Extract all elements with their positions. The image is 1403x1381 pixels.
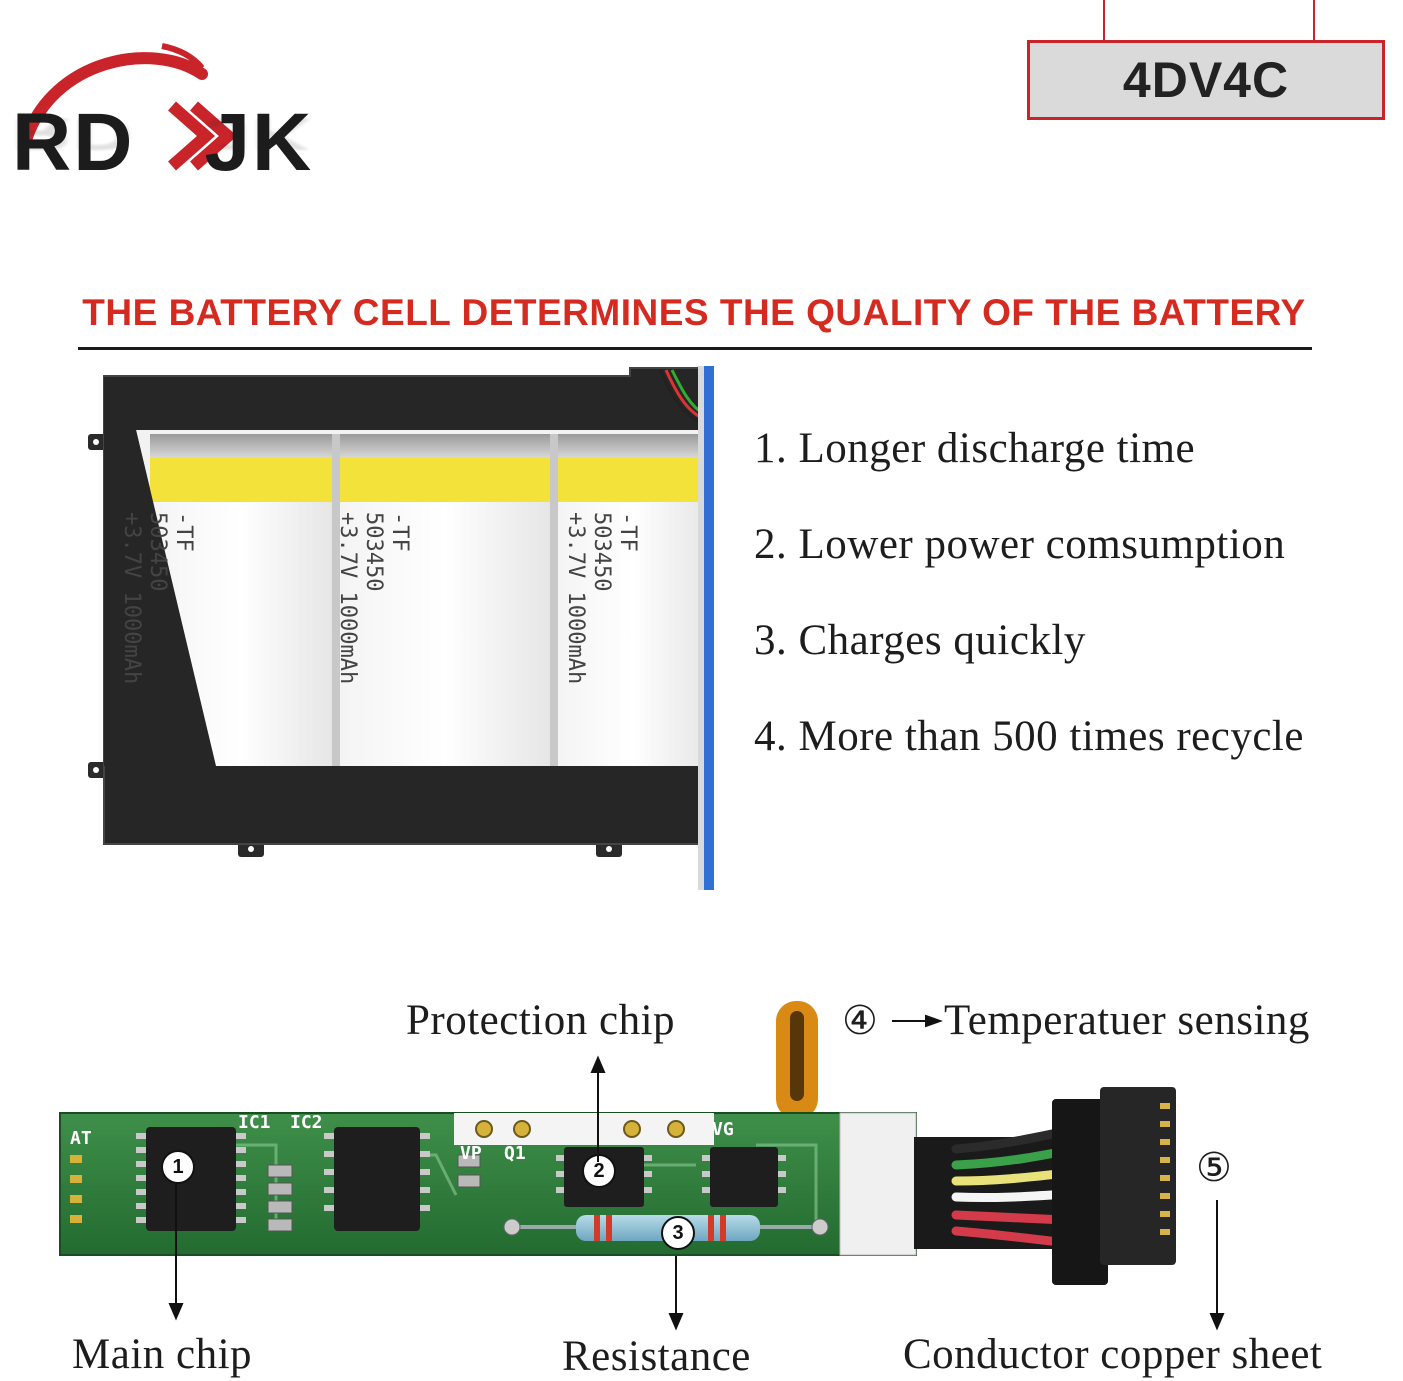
silkscreen-vp: VP bbox=[460, 1143, 482, 1164]
callout-resistance: Resistance bbox=[562, 1333, 751, 1380]
cell-print-2: -TF 503450 +3.7V 1000mAh bbox=[335, 512, 413, 684]
cell-print-line-2: 503450 bbox=[360, 512, 386, 591]
callout-main-chip: Main chip bbox=[72, 1331, 253, 1378]
cell-print-line-2: 503450 bbox=[144, 512, 170, 591]
headline: THE BATTERY CELL DETERMINES THE QUALITY … bbox=[82, 292, 1306, 333]
callout-conductor-copper-sheet: Conductor copper sheet bbox=[903, 1331, 1323, 1378]
feature-item-1: 1. Longer discharge time bbox=[754, 425, 1196, 472]
callout-marker-5: ⑤ bbox=[1196, 1145, 1232, 1191]
callout-temperature-sensing: Temperatuer sensing bbox=[944, 997, 1310, 1044]
silkscreen-at: AT bbox=[70, 1128, 92, 1149]
silkscreen-q1: Q1 bbox=[504, 1143, 526, 1164]
feature-item-4: 4. More than 500 times recycle bbox=[754, 713, 1304, 760]
model-box-leg-left bbox=[1103, 0, 1105, 40]
cell-print-3: -TF 503450 +3.7V 1000mAh bbox=[563, 512, 641, 684]
headline-divider bbox=[78, 347, 1312, 350]
cell-print-line-1: -TF bbox=[386, 512, 412, 552]
model-label: 4DV4C bbox=[1122, 52, 1290, 108]
silkscreen-ic2: IC2 bbox=[290, 1112, 323, 1133]
marker-2: 2 bbox=[582, 1154, 616, 1188]
logo-swoosh-icon bbox=[20, 43, 238, 171]
cell-print-1: -TF 503450 +3.7V 1000mAh bbox=[119, 512, 197, 684]
cell-print-line-3: +3.7V 1000mAh bbox=[334, 512, 360, 684]
battery-cells bbox=[150, 434, 708, 766]
model-box-leg-right bbox=[1313, 0, 1315, 40]
feature-item-3: 3. Charges quickly bbox=[754, 617, 1086, 664]
marker-1: 1 bbox=[161, 1150, 195, 1184]
callout-protection-chip: Protection chip bbox=[406, 997, 676, 1044]
model-box: 4DV4C bbox=[1027, 40, 1385, 120]
battery-pack-illustration bbox=[88, 366, 714, 890]
cell-print-line-2: 503450 bbox=[588, 512, 614, 591]
protection-board-illustration bbox=[59, 1001, 1176, 1285]
cell-print-line-3: +3.7V 1000mAh bbox=[562, 512, 588, 684]
cell-print-line-3: +3.7V 1000mAh bbox=[118, 512, 144, 684]
main-chip-shape bbox=[136, 1127, 246, 1231]
cell-print-line-1: -TF bbox=[170, 512, 196, 552]
marker-3: 3 bbox=[661, 1216, 695, 1250]
callout-marker-4: ④ bbox=[842, 998, 878, 1044]
cell-print-line-1: -TF bbox=[614, 512, 640, 552]
silkscreen-ic1: IC1 bbox=[238, 1112, 271, 1133]
feature-item-2: 2. Lower power comsumption bbox=[754, 521, 1286, 568]
silkscreen-vg: VG bbox=[712, 1119, 734, 1140]
